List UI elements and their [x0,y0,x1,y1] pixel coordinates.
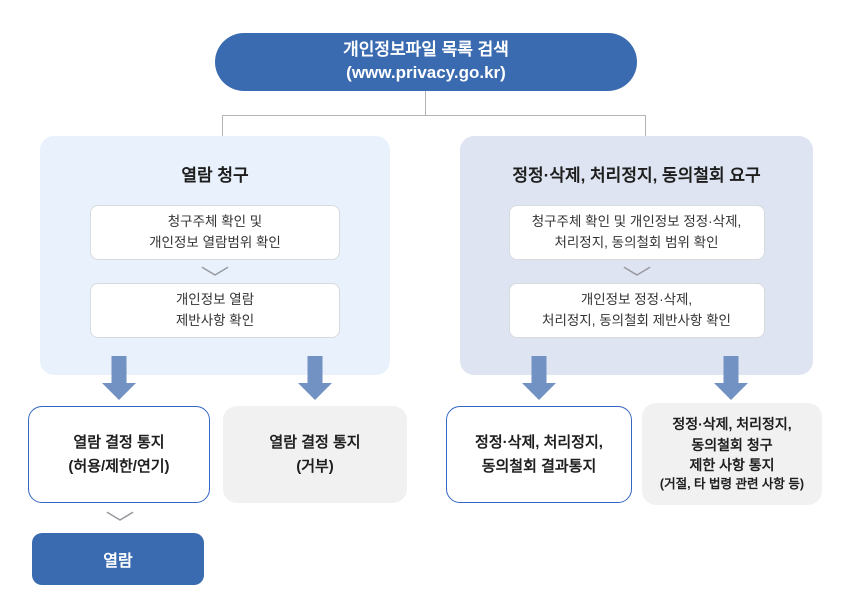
step-text: 처리정지, 동의철회 제반사항 확인 [542,312,731,328]
step-box: 청구주체 확인 및 개인정보 정정·삭제, 처리정지, 동의철회 범위 확인 [508,205,765,260]
outcome-box-correction-result-notice: 정정·삭제, 처리정지, 동의철회 결과통지 [446,406,632,503]
outcome-text: 제한 사항 통지 [689,457,775,474]
branch-panel-view-request: 열람 청구 청구주체 확인 및 개인정보 열람범위 확인 개인정보 열람 제반사… [40,136,390,375]
outcome-note: (거절, 타 법령 관련 사항 등) [659,477,805,492]
final-node-view: 열람 [32,533,204,585]
connector-line [645,115,646,136]
down-arrow-icon [102,356,136,400]
connector-line [222,115,223,136]
root-url: (www.privacy.go.kr) [346,63,506,82]
chevron-down-icon [623,266,650,276]
step-text: 개인정보 열람범위 확인 [149,234,281,250]
step-box: 청구주체 확인 및 개인정보 열람범위 확인 [90,205,340,260]
branch-title: 정정·삭제, 처리정지, 동의철회 요구 [512,166,761,185]
down-arrow-icon [522,356,556,400]
chevron-down-icon [201,266,229,276]
down-arrow-icon [298,356,332,400]
step-text: 개인정보 열람 [175,292,255,308]
branch-panel-correction-request: 정정·삭제, 처리정지, 동의철회 요구 청구주체 확인 및 개인정보 정정·삭… [460,136,813,375]
chevron-down-icon [106,511,134,521]
step-text: 청구주체 확인 및 개인정보 정정·삭제, [531,214,742,230]
root-title: 개인정보파일 목록 검색 [343,40,509,60]
outcome-text: 열람 결정 통지 [73,434,165,452]
outcome-text: (거부) [296,457,334,475]
outcome-text: 동의철회 결과통지 [481,457,597,475]
branch-title: 열람 청구 [181,166,249,185]
step-text: 제반사항 확인 [175,312,255,328]
outcome-box-view-decision-notice: 열람 결정 통지 (허용/제한/연기) [28,406,210,503]
outcome-box-view-decision-refusal: 열람 결정 통지 (거부) [223,406,407,503]
step-text: 청구주체 확인 및 [167,214,263,230]
outcome-text: 정정·삭제, 처리정지, [475,434,603,452]
outcome-box-correction-restriction-notice: 정정·삭제, 처리정지, 동의철회 청구 제한 사항 통지 (거절, 타 법령 … [642,403,822,505]
outcome-text: 동의철회 청구 [691,436,773,453]
root-node-file-search: 개인정보파일 목록 검색 (www.privacy.go.kr) [215,33,637,91]
outcome-text: 정정·삭제, 처리정지, [672,416,792,433]
step-text: 개인정보 정정·삭제, [580,292,693,308]
connector-line [425,91,426,116]
connector-line [222,115,646,116]
outcome-text: 열람 결정 통지 [269,434,361,452]
step-box: 개인정보 정정·삭제, 처리정지, 동의철회 제반사항 확인 [508,283,765,338]
down-arrow-icon [714,356,748,400]
final-label: 열람 [103,553,133,570]
outcome-text: (허용/제한/연기) [68,457,170,475]
step-box: 개인정보 열람 제반사항 확인 [90,283,340,338]
step-text: 처리정지, 동의철회 범위 확인 [554,234,719,250]
